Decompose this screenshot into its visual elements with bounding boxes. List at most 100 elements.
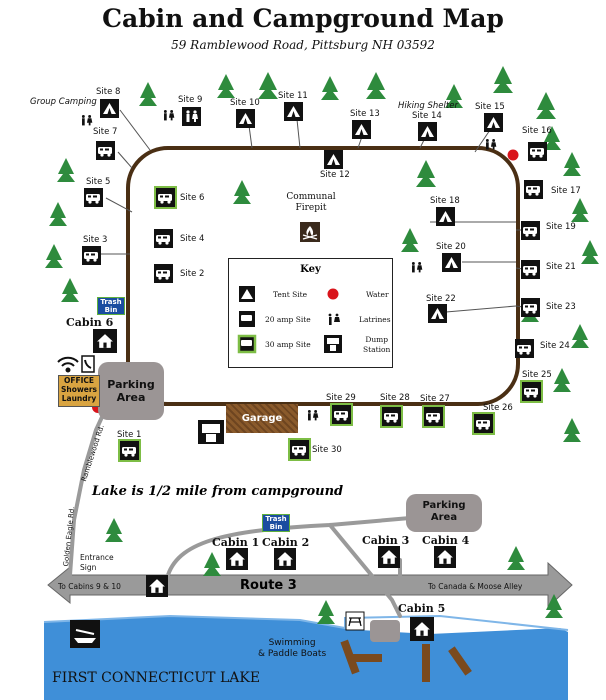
- site-9-icon[interactable]: [182, 107, 201, 126]
- lake-name-label: FIRST CONNECTICUT LAKE: [52, 670, 261, 686]
- site-30-icon[interactable]: [288, 438, 311, 461]
- cabin-5-label: Cabin 5: [398, 602, 446, 615]
- group-camping-label: Group Camping: [30, 97, 97, 107]
- parking-area-1-line2: Area: [116, 391, 146, 404]
- site-13-icon[interactable]: [352, 120, 371, 139]
- garage[interactable]: Garage: [226, 404, 298, 433]
- site-22-label: Site 22: [426, 294, 456, 304]
- site-28-label: Site 28: [380, 393, 410, 403]
- site-4-icon[interactable]: [154, 229, 173, 248]
- trees: [45, 66, 599, 624]
- site-18-label: Site 18: [430, 196, 460, 206]
- lake-shore: [43, 614, 569, 631]
- site-22-icon[interactable]: [428, 304, 447, 323]
- site-19-icon[interactable]: [521, 221, 540, 240]
- site-30-label: Site 30: [312, 445, 342, 455]
- entrance-line1: Entrance: [80, 553, 114, 562]
- site-16-icon[interactable]: [528, 142, 547, 161]
- legend-20amp: 20 amp Site: [265, 315, 311, 324]
- office-label: OFFICE: [63, 376, 95, 385]
- lake-distance-note: Lake is 1/2 mile from campground: [92, 484, 344, 499]
- water-marker-site-16: [507, 149, 519, 161]
- site-29-icon[interactable]: [330, 403, 353, 426]
- site-14-icon[interactable]: [418, 122, 437, 141]
- site-21-label: Site 21: [546, 262, 576, 272]
- to-canada-label: To Canada & Moose Alley: [428, 582, 523, 591]
- site-20-label: Site 20: [436, 242, 466, 252]
- site-25-label: Site 25: [522, 370, 552, 380]
- trash-bin-cabins: Trash Bin: [262, 514, 290, 532]
- hiking-shelter-label: Hiking Shelter: [398, 101, 458, 111]
- site-1-label: Site 1: [117, 430, 142, 440]
- site-5-icon[interactable]: [84, 188, 103, 207]
- parking-area-campground[interactable]: Parking Area: [98, 362, 164, 420]
- site-3-label: Site 3: [83, 235, 108, 245]
- cabin-6-label: Cabin 6: [66, 316, 114, 329]
- site-11-label: Site 11: [278, 91, 308, 101]
- legend-swatches: [237, 286, 342, 354]
- loop-road: [126, 146, 520, 406]
- trash-bin-1-line1: Trash: [100, 298, 122, 306]
- legend-dump-line2: Station: [363, 345, 391, 354]
- site-24-label: Site 24: [540, 341, 570, 351]
- site-15-label: Site 15: [475, 102, 505, 112]
- site-23-label: Site 23: [546, 302, 576, 312]
- trash-bin-2-line2: Bin: [269, 523, 283, 531]
- site-11-icon[interactable]: [284, 102, 303, 121]
- legend-water: Water: [366, 290, 389, 299]
- site-8-label: Site 8: [96, 87, 121, 97]
- site-26-icon[interactable]: [472, 412, 495, 435]
- site-21-icon[interactable]: [521, 260, 540, 279]
- communal-firepit-label: Communal Firepit: [286, 192, 336, 214]
- lake: [44, 616, 568, 700]
- legend-tent-site: Tent Site: [273, 290, 308, 299]
- site-28-icon[interactable]: [380, 405, 403, 428]
- parking-area-1-line1: Parking: [107, 378, 155, 391]
- site-1-icon[interactable]: [118, 439, 141, 462]
- site-10-label: Site 10: [230, 98, 260, 108]
- map-address: 59 Ramblewood Road, Pittsburg NH 03592: [171, 38, 435, 52]
- firepit-icon: [300, 222, 320, 242]
- trash-bin-1-line2: Bin: [104, 306, 118, 314]
- site-4-label: Site 4: [180, 234, 205, 244]
- entrance-sign-label: Entrance Sign: [80, 553, 114, 573]
- site-14-label: Site 14: [412, 111, 442, 121]
- site-20-icon[interactable]: [442, 253, 461, 272]
- map-legend: Key Tent Site Water 20 amp Site Latrines…: [228, 258, 393, 368]
- site-18-icon[interactable]: [436, 207, 455, 226]
- site-27-icon[interactable]: [422, 405, 445, 428]
- legend-dump-line1: Dump: [365, 335, 389, 344]
- site-17-label: Site 17: [551, 186, 581, 196]
- site-12-icon[interactable]: [324, 150, 343, 169]
- legend-30amp: 30 amp Site: [265, 340, 311, 349]
- trash-bin-campground: Trash Bin: [97, 297, 125, 315]
- legend-dump-station: Dump Station: [363, 335, 390, 355]
- swimming-label: Swimming & Paddle Boats: [258, 638, 326, 660]
- site-24-icon[interactable]: [515, 339, 534, 358]
- map-title: Cabin and Campground Map: [102, 4, 504, 33]
- trash-bin-2-line1: Trash: [265, 515, 287, 523]
- parking-area-cabins[interactable]: Parking Area: [406, 494, 482, 532]
- site-25-icon[interactable]: [520, 380, 543, 403]
- site-29-label: Site 29: [326, 393, 356, 403]
- site-2-icon[interactable]: [154, 264, 173, 283]
- route-3-label: Route 3: [240, 578, 297, 593]
- site-27-label: Site 27: [420, 394, 450, 404]
- legend-latrines: Latrines: [359, 315, 391, 324]
- site-8-icon[interactable]: [100, 99, 119, 118]
- site-17-icon[interactable]: [524, 180, 543, 199]
- showers-label: Showers: [60, 385, 98, 394]
- site-15-icon[interactable]: [484, 113, 503, 132]
- site-6-icon[interactable]: [154, 186, 177, 209]
- site-23-icon[interactable]: [521, 298, 540, 317]
- site-6-label: Site 6: [180, 193, 205, 203]
- site-10-icon[interactable]: [236, 109, 255, 128]
- office-building[interactable]: OFFICE Showers Laundry: [58, 375, 100, 407]
- site-26-label: Site 26: [483, 403, 513, 413]
- communal-firepit-line1: Communal: [286, 192, 336, 202]
- swimming-line2: & Paddle Boats: [258, 649, 327, 659]
- site-7-icon[interactable]: [96, 141, 115, 160]
- entrance-line2: Sign: [80, 563, 97, 572]
- cabin-2-label: Cabin 2: [262, 536, 310, 549]
- site-3-icon[interactable]: [82, 246, 101, 265]
